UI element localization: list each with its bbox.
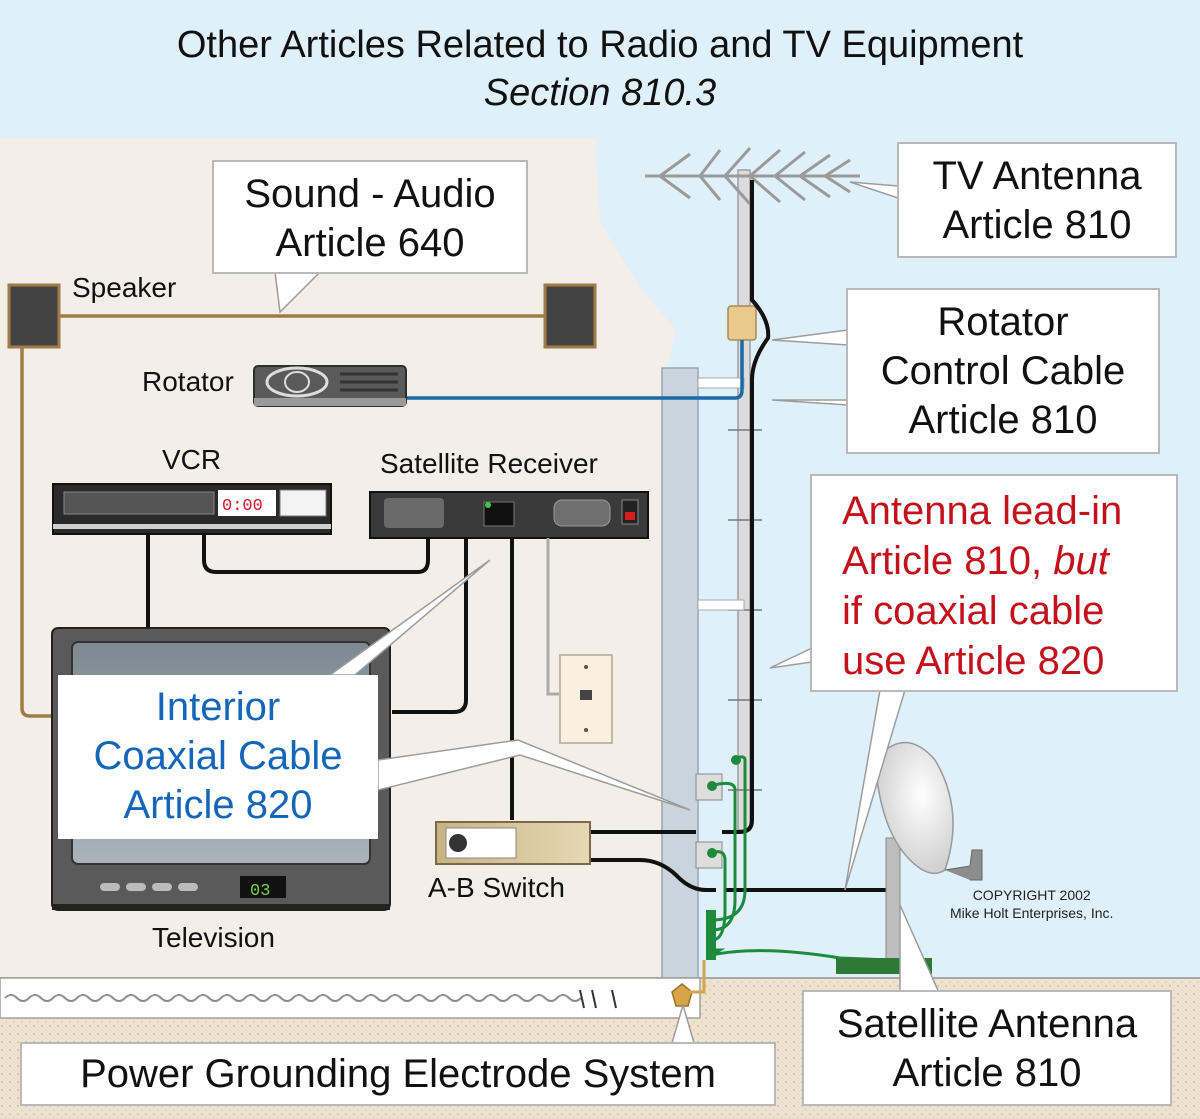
- callout-lead-in-line1: Antenna lead-in: [842, 489, 1123, 533]
- ground-blocks: [695, 773, 723, 869]
- callout-sound-audio: Sound - Audio Article 640: [212, 160, 528, 274]
- callout-satellite-line1: Satellite Antenna: [836, 1002, 1138, 1046]
- tv-antenna: [645, 147, 860, 205]
- callout-lead-in-line2: Article 810, but: [842, 536, 1176, 586]
- callout-tv-antenna-line2: Article 810: [942, 203, 1132, 247]
- callout-tv-antenna: TV Antenna Article 810: [897, 142, 1177, 258]
- grounding-electrode-strip: [0, 977, 701, 1019]
- rotator-control-cable: [406, 340, 744, 400]
- callout-satellite-line2: Article 810: [892, 1051, 1082, 1095]
- vcr-clock-display: 0:00: [222, 497, 263, 516]
- callout-rotator-line1: Rotator: [937, 300, 1069, 344]
- tv-channel-display: 03: [250, 882, 270, 901]
- callout-rotator-line2: Control Cable: [880, 349, 1126, 393]
- diagram-subtitle: Section 810.3: [483, 72, 717, 114]
- speaker-right: [543, 283, 597, 349]
- diagram-title: Other Articles Related to Radio and TV E…: [176, 24, 1024, 66]
- satellite-receiver: [369, 491, 649, 539]
- callout-pointers: [274, 181, 942, 1044]
- label-ab-switch: A-B Switch: [428, 872, 565, 903]
- callout-sound-audio-line1: Sound - Audio: [244, 172, 496, 216]
- rotator-control-box: [253, 365, 407, 407]
- copyright-line1: COPYRIGHT 2002: [972, 887, 1091, 903]
- speaker-wire: [20, 314, 545, 718]
- callout-rotator-control-cable: Rotator Control Cable Article 810: [846, 288, 1160, 454]
- callout-sound-audio-line2: Article 640: [275, 221, 465, 265]
- label-vcr: VCR: [162, 444, 222, 475]
- callout-lead-in-line4: use Article 820: [842, 639, 1105, 683]
- copyright-line2: Mike Holt Enterprises, Inc.: [950, 905, 1114, 921]
- grounding-electrode-conductor: [4, 994, 582, 1002]
- callout-interior-line2: Coaxial Cable: [93, 734, 343, 778]
- ab-switch: [435, 821, 591, 865]
- label-television: Television: [152, 922, 275, 953]
- wall-jack: [559, 654, 613, 744]
- callout-antenna-lead-in: Antenna lead-in Article 810, but if coax…: [810, 474, 1178, 692]
- interior-coax-runs: [146, 534, 890, 892]
- callout-interior-line3: Article 820: [123, 783, 313, 827]
- speaker-left: [7, 283, 61, 349]
- callout-interior-line1: Interior: [155, 685, 281, 729]
- callout-lead-in-line2-prefix: Article 810,: [842, 539, 1054, 583]
- copyright-notice: COPYRIGHT 2002 Mike Holt Enterprises, In…: [950, 886, 1113, 922]
- label-rotator: Rotator: [142, 366, 234, 397]
- antenna-lead-in-cable: [722, 180, 771, 834]
- callout-tv-antenna-line1: TV Antenna: [932, 154, 1142, 198]
- ground-clamp: [671, 983, 693, 1007]
- antenna-rotator-motor: [727, 305, 757, 341]
- callout-power-grounding-electrode: Power Grounding Electrode System: [20, 1042, 776, 1106]
- ground-bus: [706, 910, 716, 960]
- callout-satellite-antenna: Satellite Antenna Article 810: [802, 990, 1172, 1106]
- callout-rotator-line3: Article 810: [908, 398, 1098, 442]
- callout-lead-in-line3: if coaxial cable: [842, 589, 1105, 633]
- label-satellite-receiver: Satellite Receiver: [380, 448, 598, 479]
- label-speaker: Speaker: [72, 272, 177, 303]
- vcr: [52, 483, 332, 535]
- callout-interior-coaxial-cable: Interior Coaxial Cable Article 820: [58, 675, 378, 839]
- callout-lead-in-emphasis: but: [1053, 539, 1109, 583]
